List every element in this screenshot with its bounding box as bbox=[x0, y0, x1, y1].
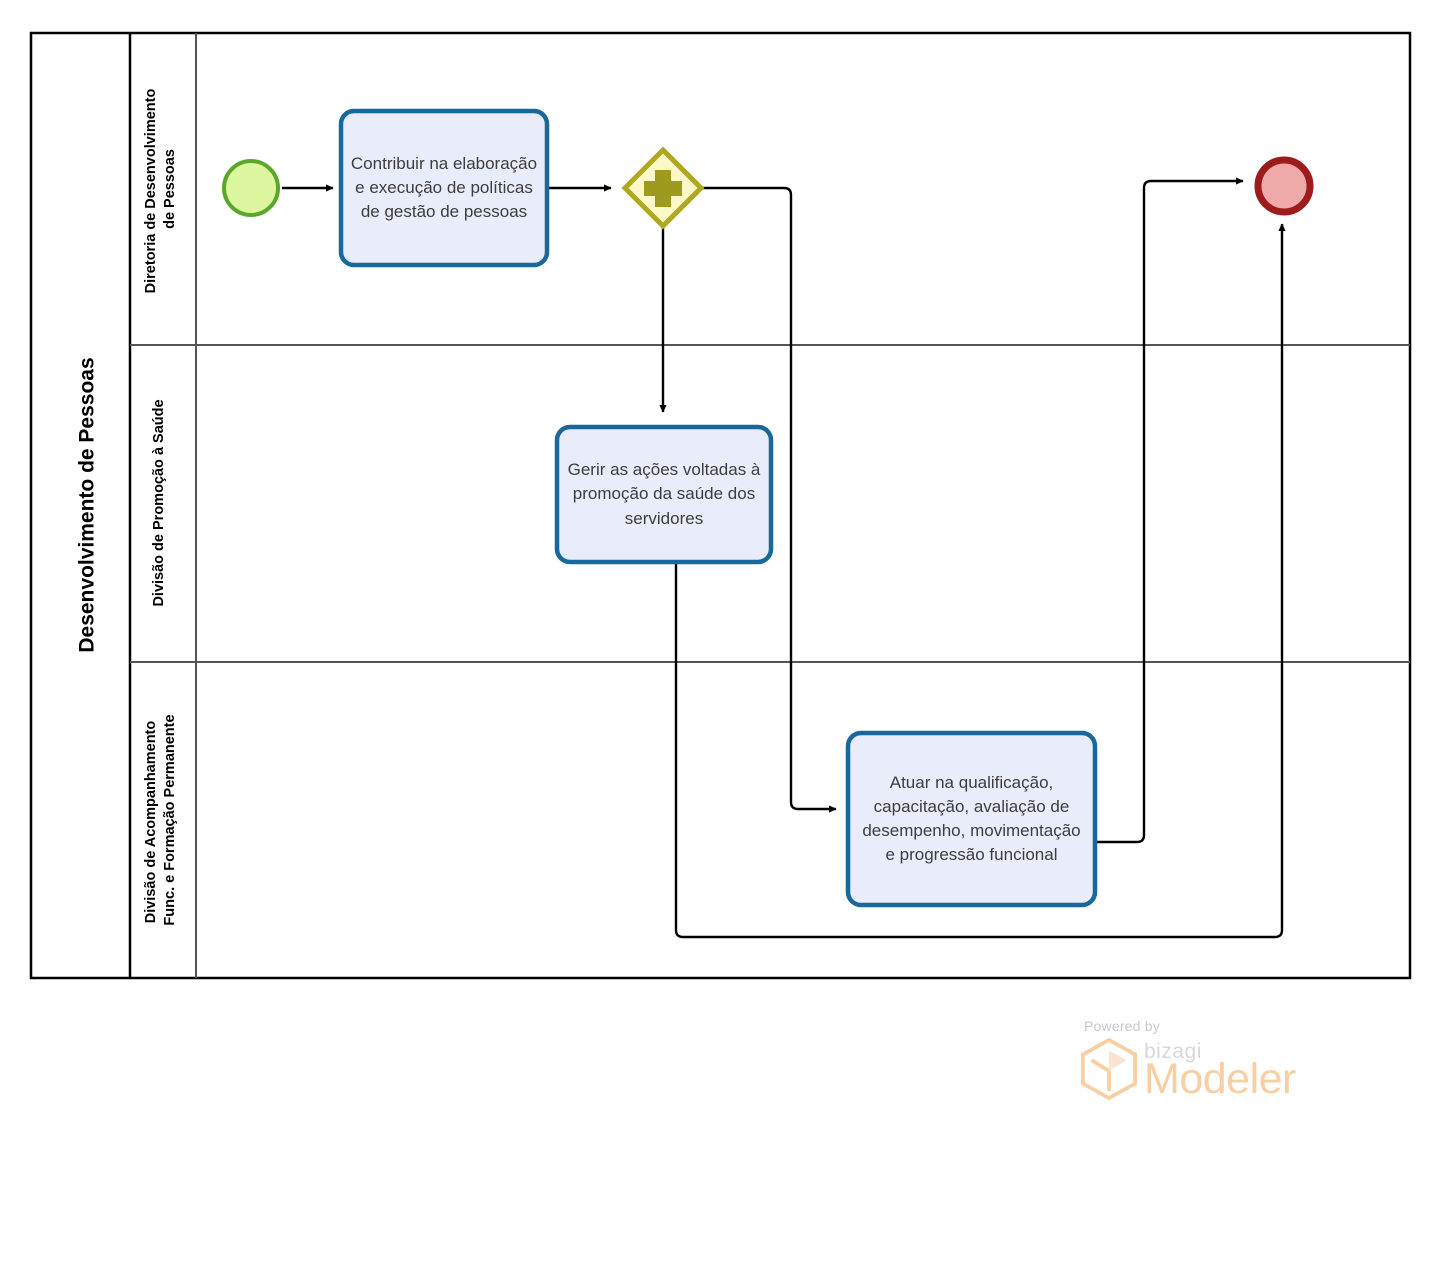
end-event[interactable] bbox=[1254, 156, 1314, 216]
flow-task3-to-end bbox=[1095, 177, 1244, 844]
start-event[interactable] bbox=[222, 159, 280, 217]
lane-title-acompanhamento: Divisão de Acompanhamento Func. e Formaç… bbox=[143, 714, 178, 925]
parallel-gateway[interactable] bbox=[621, 146, 705, 230]
lane-title-diretoria: Diretoria de Desenvolvimento de Pessoas bbox=[143, 85, 178, 294]
gateway-plus-icon bbox=[644, 170, 682, 207]
bizagi-product-text: Modeler bbox=[1144, 1055, 1296, 1103]
bizagi-logo-row: bizagi Modeler bbox=[1078, 1037, 1348, 1101]
task-atuar-qualificacao[interactable] bbox=[845, 730, 1098, 908]
pool-title-group: Desenvolvimento de Pessoas bbox=[76, 357, 99, 652]
lane-title-acompanhamento-group: Divisão de Acompanhamento Func. e Formaç… bbox=[143, 714, 178, 925]
task-gerir-acoes-saude[interactable] bbox=[554, 424, 774, 565]
lane-title-promocao-group: Divisão de Promoção à Saúde bbox=[151, 399, 167, 606]
pool-title: Desenvolvimento de Pessoas bbox=[76, 357, 99, 652]
lane-title-promocao-saude: Divisão de Promoção à Saúde bbox=[151, 399, 167, 606]
flow-task2-to-end bbox=[674, 223, 1286, 939]
bizagi-watermark: Powered by bizagi Modeler bbox=[1078, 1018, 1348, 1118]
lane-title-diretoria-group: Diretoria de Desenvolvimento de Pessoas bbox=[143, 85, 178, 294]
bizagi-wordmark: bizagi Modeler bbox=[1144, 1041, 1296, 1101]
bizagi-brand-text: bizagi bbox=[1144, 1040, 1202, 1063]
flow-gateway-to-task3 bbox=[697, 186, 837, 813]
task-contribuir-politicas[interactable] bbox=[338, 108, 550, 268]
powered-by-text: Powered by bbox=[1084, 1018, 1160, 1034]
bizagi-hexagon-icon bbox=[1080, 1037, 1138, 1101]
pool-container bbox=[29, 31, 1412, 980]
pool-outline bbox=[29, 31, 1412, 980]
